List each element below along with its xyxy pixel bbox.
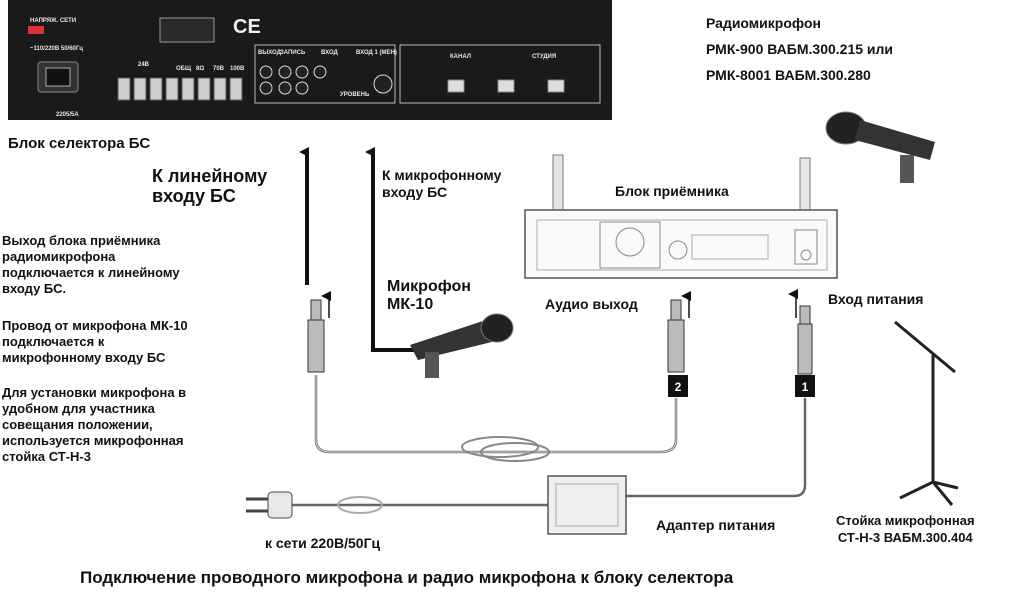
panel-label-in: ВХОД (321, 50, 338, 56)
ce-mark: CE (233, 16, 261, 38)
power-cable (625, 398, 807, 498)
marker-2: 2 (675, 380, 682, 394)
selector-block-label: Блок селектора БС (8, 135, 151, 152)
wired-microphone-drawing (410, 313, 514, 378)
radio-microphone-drawing (825, 111, 935, 183)
description-paragraph-1: Выход блока приёмника радиомикрофона под… (2, 233, 180, 296)
panel-label-in1: ВХОД 1 (МЕН) (356, 50, 397, 56)
marker-1: 1 (802, 380, 809, 394)
mains-label: к сети 220В/50Гц (265, 535, 381, 551)
receiver-block-label: Блок приёмника (615, 183, 729, 199)
panel-label-out: ВЫХОД (258, 50, 281, 56)
panel-label-voltage: НАПРЯЖ. СЕТИ (30, 18, 77, 24)
power-in-label: Вход питания (828, 291, 924, 307)
to-mic-input-label: К микрофонному входу БС (382, 167, 502, 200)
stand-label: Стойка микрофонная СТ-Н-3 ВАБМ.300.404 (836, 513, 975, 545)
panel-label-record: ЗАПИСЬ (280, 50, 306, 56)
microphone-stand-drawing (894, 320, 959, 506)
marker-1-tag (795, 375, 815, 397)
mains-plug-drawing (246, 491, 293, 519)
diagram-caption: Подключение проводного микрофона и радио… (80, 568, 734, 587)
panel-label-24v: 24В (138, 62, 150, 68)
audio-out-label: Аудио выход (545, 296, 638, 312)
panel-label-100v: 100В (230, 66, 245, 72)
panel-label-8ohm: 8Ω (196, 66, 205, 72)
mic-input-arrow (365, 147, 415, 352)
panel-details (28, 17, 601, 104)
audio-cable (314, 375, 678, 454)
to-line-input-label: К линейному входу БС (152, 166, 268, 206)
selector-rear-panel: НАПРЯЖ. СЕТИ ~110/220В 50/60Гц 2205/5А 2… (8, 0, 612, 120)
panel-label-70v: 70В (213, 66, 225, 72)
description-paragraph-3: Для установки микрофона в удобном для уч… (2, 385, 187, 464)
panel-label-mains: ~110/220В 50/60Гц (30, 46, 83, 52)
power-adapter-drawing (547, 475, 627, 535)
panel-label-common: ОБЩ (176, 66, 192, 72)
panel-label-fuse: 2205/5А (56, 112, 79, 118)
power-adapter-label: Адаптер питания (656, 517, 776, 533)
panel-label-channel: КАНАЛ (450, 54, 471, 60)
mic-model-label: Микрофон МК-10 (387, 278, 471, 313)
radio-mic-label: Радиомикрофон РМК-900 ВАБМ.300.215 или Р… (706, 15, 894, 83)
panel-label-studio: СТУДИЯ (532, 54, 557, 60)
marker-2-tag (668, 375, 688, 397)
description-paragraph-2: Провод от микрофона МК-10 подключается к… (2, 318, 188, 365)
receiver-block-drawing (524, 154, 838, 279)
panel-label-level: УРОВЕНЬ (340, 92, 370, 98)
